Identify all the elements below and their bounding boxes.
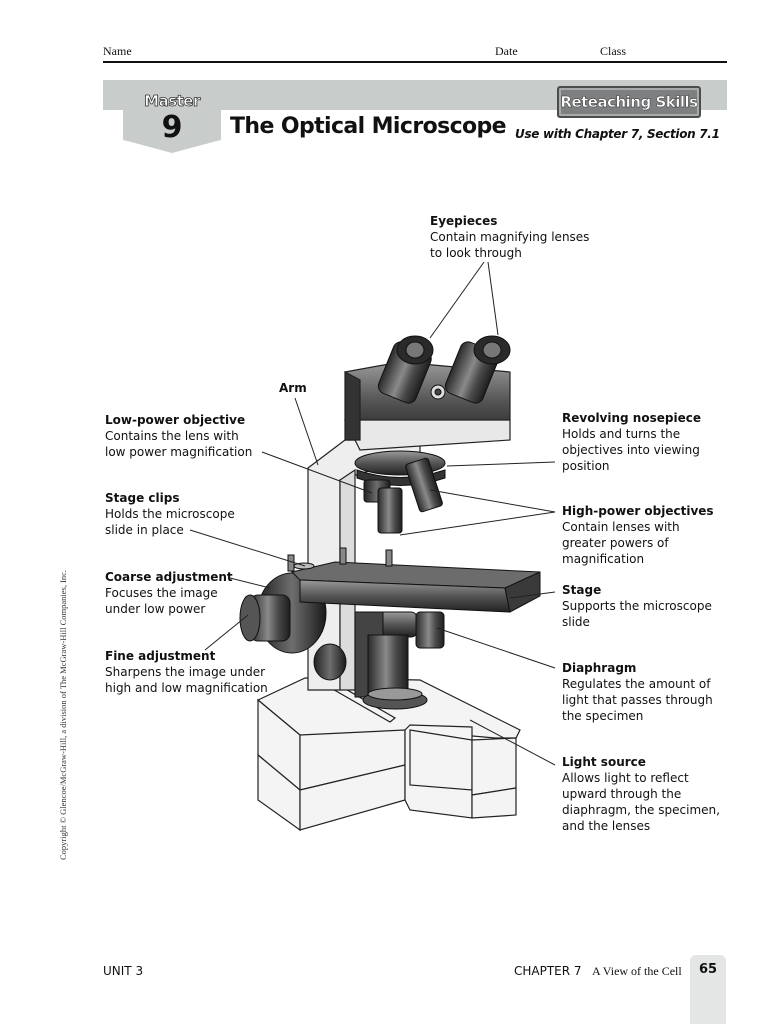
- footer-chapter: CHAPTER 7: [514, 964, 582, 978]
- leader-diaphragm: [436, 627, 556, 669]
- footer-unit: UNIT 3: [103, 964, 144, 978]
- label-desc: Allows light to reflect upward through t…: [562, 771, 720, 833]
- label-desc: Sharpens the image under high and low ma…: [105, 665, 268, 695]
- copyright-notice: Copyright © Glencoe/McGraw-Hill, a divis…: [58, 569, 68, 860]
- label-desc: Contain lenses with greater powers of ma…: [562, 520, 680, 566]
- label-eyepieces: Eyepieces Contain magnifying lenses to l…: [430, 213, 589, 261]
- reteaching-skills-badge: Reteaching Skills: [557, 86, 701, 118]
- label-fine-adjustment: Fine adjustment Sharpens the image under…: [105, 648, 268, 696]
- label-desc: Focuses the image under low power: [105, 586, 218, 616]
- label-revolving-nosepiece: Revolving nosepiece Holds and turns the …: [562, 410, 701, 474]
- label-desc: Supports the microscope slide: [562, 599, 712, 629]
- label-low-power-objective: Low-power objective Contains the lens wi…: [105, 412, 252, 460]
- leader-high-power-2: [399, 511, 556, 536]
- page-number-tab: [690, 955, 726, 1024]
- class-field-label: Class: [600, 44, 627, 58]
- leader-eyepiece-right: [487, 261, 499, 336]
- name-field-label: Name: [103, 44, 132, 58]
- label-light-source: Light source Allows light to reflect upw…: [562, 754, 720, 834]
- label-desc: Holds the microscope slide in place: [105, 507, 235, 537]
- use-with-note: Use with Chapter 7, Section 7.1: [515, 127, 720, 141]
- leader-coarse: [229, 577, 271, 589]
- label-title: Stage: [562, 583, 602, 597]
- leader-lines: [189, 261, 556, 766]
- label-arm: Arm: [279, 380, 307, 396]
- leader-arm: [294, 397, 319, 466]
- eyepieces: [377, 335, 511, 404]
- leader-fine: [204, 614, 249, 651]
- light-source: [362, 687, 428, 710]
- label-title: High-power objectives: [562, 504, 714, 518]
- page-title: The Optical Microscope: [230, 114, 507, 139]
- label-desc: Holds and turns the objectives into view…: [562, 427, 700, 473]
- label-title: Eyepieces: [430, 214, 498, 228]
- label-title: Coarse adjustment: [105, 570, 233, 584]
- label-stage-clips: Stage clips Holds the microscope slide i…: [105, 490, 235, 538]
- base: [256, 673, 521, 832]
- label-desc: Contain magnifying lenses to look throug…: [430, 230, 590, 260]
- objectives: [363, 457, 443, 534]
- leader-stage: [509, 591, 556, 599]
- label-title: Low-power objective: [105, 413, 246, 427]
- leader-nosepiece: [446, 461, 556, 467]
- label-stage: Stage Supports the microscope slide: [562, 582, 712, 630]
- footer-chapter-title: A View of the Cell: [592, 964, 682, 978]
- label-title: Arm: [279, 381, 307, 395]
- label-title: Fine adjustment: [105, 649, 216, 663]
- label-high-power-objectives: High-power objectives Contain lenses wit…: [562, 503, 714, 567]
- label-diaphragm: Diaphragm Regulates the amount of light …: [562, 660, 713, 724]
- label-title: Diaphragm: [562, 661, 637, 675]
- label-title: Stage clips: [105, 491, 180, 505]
- label-desc: Contains the lens with low power magnifi…: [105, 429, 253, 459]
- leader-stage-clips: [189, 529, 306, 567]
- date-field-label: Date: [495, 44, 518, 58]
- label-coarse-adjustment: Coarse adjustment Focuses the image unde…: [105, 569, 233, 617]
- leader-eyepiece-left: [429, 261, 485, 339]
- header-rule: [103, 61, 727, 63]
- stage: [287, 547, 541, 613]
- page-number: 65: [698, 962, 718, 977]
- leader-low-power: [261, 451, 373, 494]
- label-title: Light source: [562, 755, 646, 769]
- leader-high-power-1: [429, 489, 556, 513]
- label-desc: Regulates the amount of light that passe…: [562, 677, 713, 723]
- master-label: Master: [144, 92, 201, 111]
- master-tab: [123, 80, 221, 153]
- fine-adjustment: [313, 643, 347, 681]
- master-number: 9: [161, 110, 183, 145]
- leader-light-source: [469, 719, 556, 766]
- label-title: Revolving nosepiece: [562, 411, 701, 425]
